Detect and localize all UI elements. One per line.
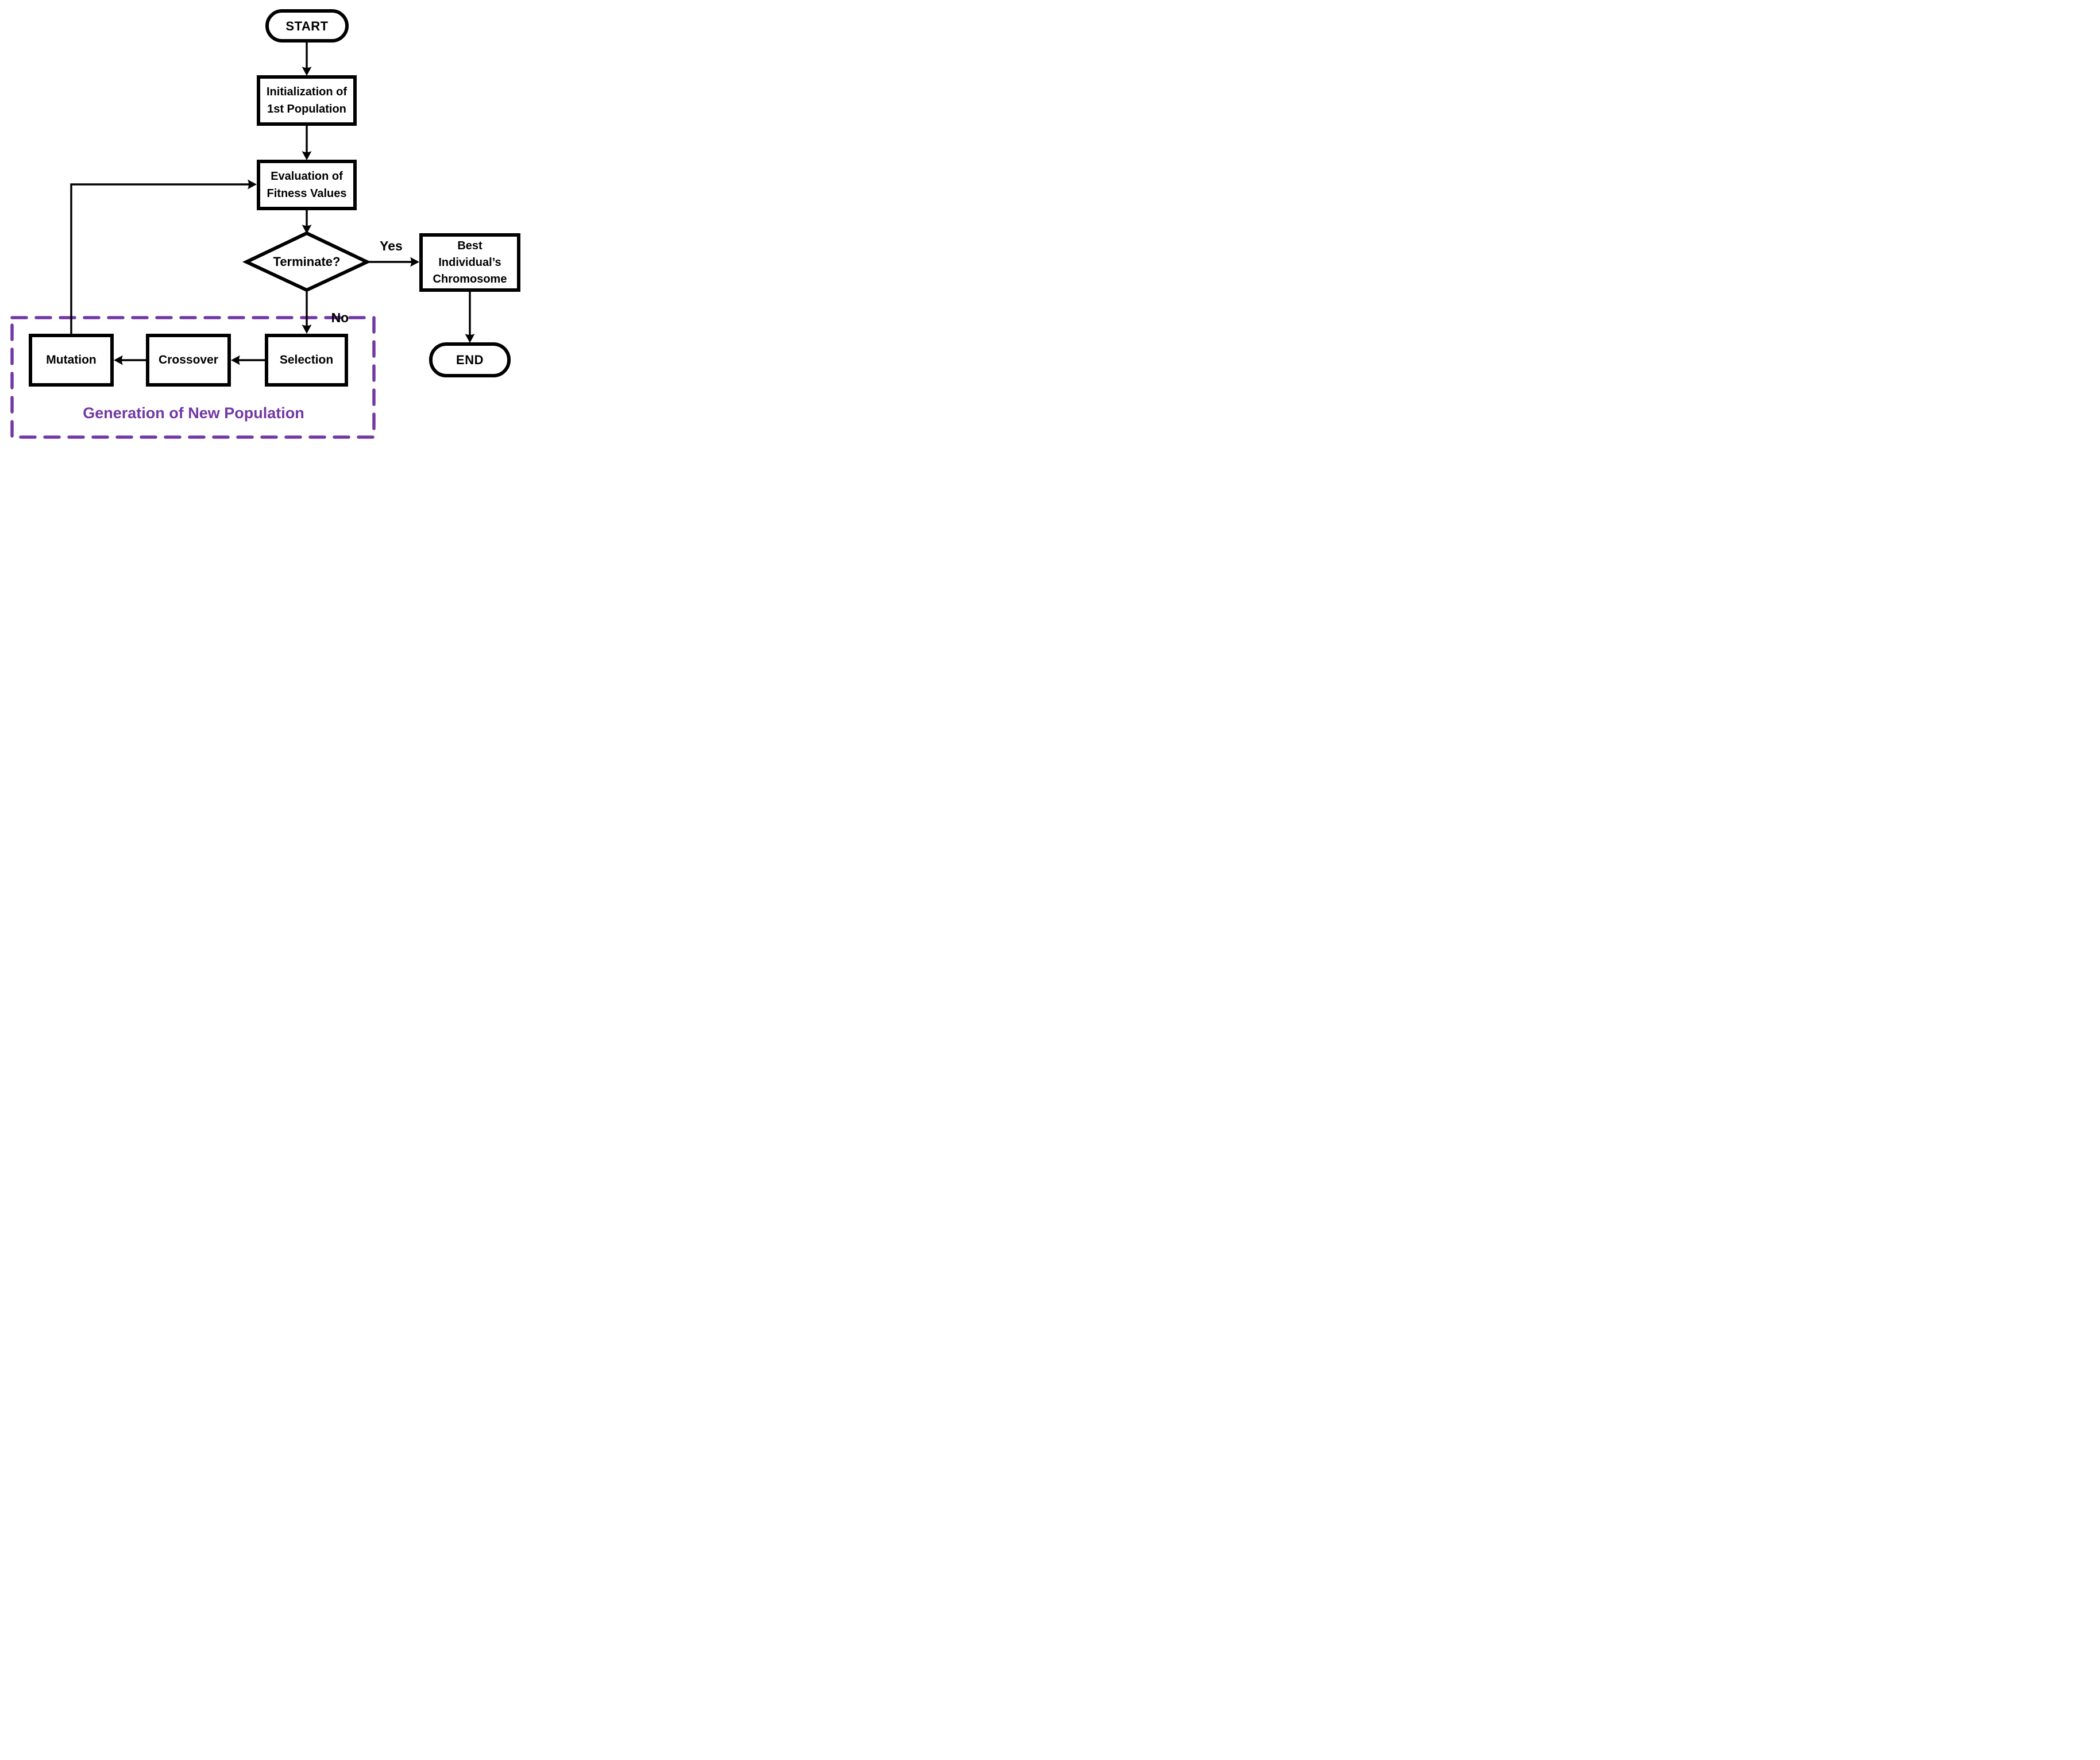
edge-evaluation-terminate-arrowhead-icon	[302, 225, 312, 234]
selection-node-label: Selection	[279, 353, 334, 367]
start-node-label: START	[285, 18, 329, 33]
edge-terminate-selection-arrowhead-icon	[302, 325, 312, 334]
edge-initialization-evaluation-arrowhead-icon	[302, 151, 312, 160]
initialization-node-label: Initialization of 1st Population	[267, 86, 347, 115]
end-node: END	[429, 342, 511, 377]
edge-start-initialization-arrowhead-icon	[302, 67, 312, 76]
edge-best-end-arrowhead-icon	[465, 334, 475, 343]
terminate-decision-label: Terminate?	[273, 254, 341, 269]
flowchart-canvas: START Initialization of 1st Population E…	[0, 0, 525, 440]
generation-group-border	[10, 316, 376, 439]
crossover-node-label: Crossover	[159, 353, 218, 367]
end-node-label: END	[456, 353, 484, 367]
mutation-node-label: Mutation	[46, 353, 96, 367]
start-node: START	[265, 9, 349, 43]
no-edge-label: No	[331, 310, 349, 325]
edge-mutation-evaluation-line	[70, 183, 250, 334]
selection-node: Selection	[265, 334, 348, 387]
evaluation-node-label: Evaluation of Fitness Values	[267, 170, 347, 200]
yes-edge-label: Yes	[380, 238, 403, 253]
edge-terminate-best-arrowhead-icon	[410, 257, 419, 267]
edge-selection-crossover-arrowhead-icon	[231, 355, 240, 365]
generation-group-label: Generation of New Population	[83, 404, 304, 422]
mutation-node: Mutation	[29, 334, 114, 387]
connector-layer	[10, 43, 475, 439]
crossover-node: Crossover	[146, 334, 231, 387]
evaluation-node: Evaluation of Fitness Values	[257, 160, 357, 210]
best-chromosome-node: Best Individual’s Chromosome	[419, 233, 520, 292]
initialization-node: Initialization of 1st Population	[257, 75, 357, 126]
terminate-decision-shape	[242, 231, 372, 292]
best-chromosome-node-label: Best Individual’s Chromosome	[433, 239, 507, 285]
edge-mutation-evaluation-arrowhead-icon	[248, 179, 257, 190]
edge-crossover-mutation-arrowhead-icon	[114, 355, 123, 365]
